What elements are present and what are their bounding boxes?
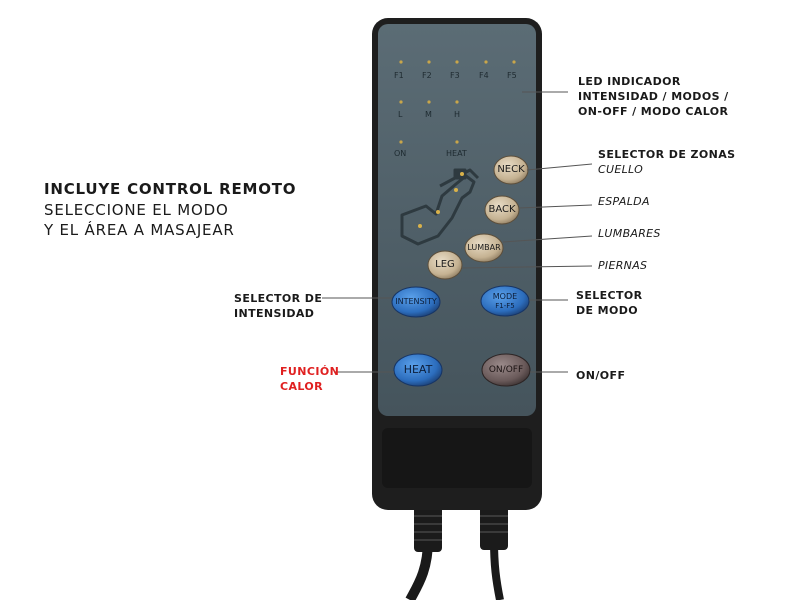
- callout-onoff: ON/OFF: [576, 369, 626, 382]
- led-label-high: H: [454, 110, 461, 119]
- led-label-f1: F1: [394, 71, 404, 80]
- led-label-f4: F4: [479, 71, 489, 80]
- heat-button-label: HEAT: [403, 363, 433, 376]
- lumbar-button-label: LUMBAR: [467, 243, 501, 252]
- leader-lines: [322, 91, 593, 373]
- intensity-button-label: INTENSITY: [395, 297, 437, 306]
- led-label-f3: F3: [450, 71, 460, 80]
- leg-button-label: LEG: [435, 259, 455, 270]
- back-button-label: BACK: [488, 204, 516, 215]
- heat-button[interactable]: [393, 353, 443, 387]
- led-label-medium: M: [425, 110, 432, 119]
- back-button[interactable]: [484, 195, 520, 225]
- callout-lumbares: LUMBARES: [598, 227, 661, 240]
- mode-button[interactable]: [480, 285, 530, 317]
- intensity-button[interactable]: [391, 286, 441, 318]
- led-label-low: L: [398, 110, 403, 119]
- remote-bottom-recess: [382, 428, 532, 488]
- seat-zone-leds: [418, 172, 464, 228]
- led-label-on: ON: [394, 149, 407, 158]
- callout-piernas: PIERNAS: [598, 259, 648, 272]
- heading-line-3: Y EL ÁREA A MASAJEAR: [44, 221, 235, 239]
- mode-led-dots: [399, 60, 516, 144]
- callout-cuello: CUELLO: [598, 163, 644, 176]
- led-label-heat: HEAT: [446, 149, 467, 158]
- callout-heat-function: FUNCIÓN CALOR: [280, 365, 340, 393]
- callout-mode-selector: SELECTOR DE MODO: [576, 289, 643, 317]
- callout-espalda: ESPALDA: [598, 195, 650, 208]
- led-label-f2: F2: [422, 71, 432, 80]
- led-label-f5: F5: [507, 71, 517, 80]
- leg-button[interactable]: [427, 250, 463, 280]
- onoff-button[interactable]: [481, 353, 531, 387]
- heading-title: INCLUYE CONTROL REMOTO: [44, 180, 297, 198]
- callout-intensity-selector: SELECTOR DE INTENSIDAD: [234, 292, 323, 320]
- callout-led: LED INDICADOR INTENSIDAD / MODOS / ON-OF…: [578, 75, 729, 118]
- callout-zones-title: SELECTOR DE ZONAS: [598, 148, 736, 161]
- neck-button-label: NECK: [497, 164, 525, 175]
- lumbar-button[interactable]: [464, 233, 504, 263]
- heading-line-2: SELECCIONE EL MODO: [44, 201, 229, 219]
- onoff-button-label: ON/OFF: [488, 365, 524, 375]
- remote-panel: [378, 24, 536, 416]
